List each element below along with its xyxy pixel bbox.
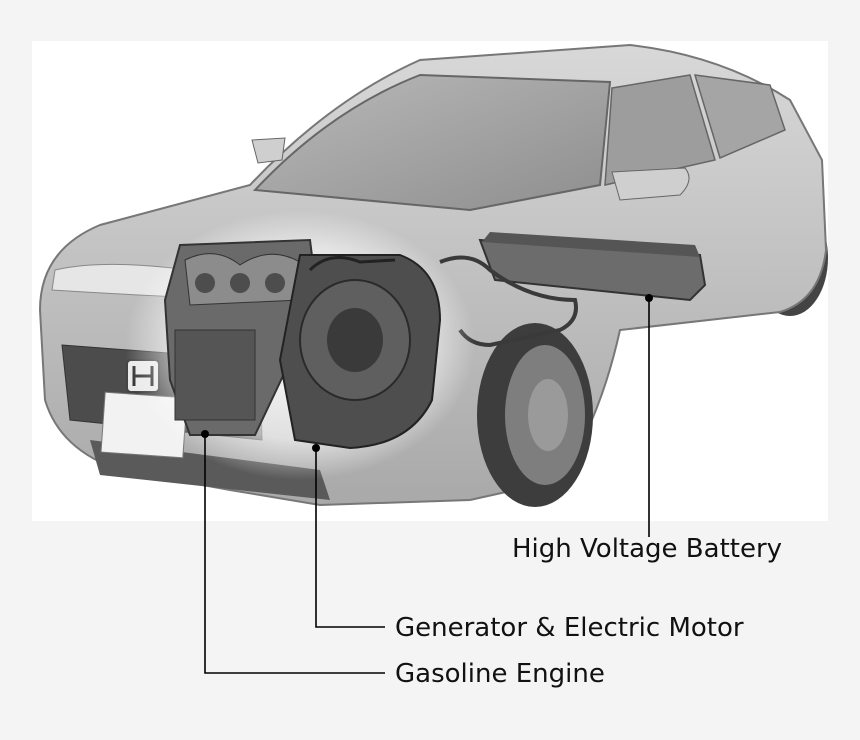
generator-electric-motor-component — [278, 254, 442, 450]
label-gasoline-engine: Gasoline Engine — [395, 659, 605, 689]
side-window-front — [604, 74, 716, 186]
side-window-rear — [693, 74, 786, 160]
side-mirror-left — [251, 137, 286, 164]
windshield — [252, 73, 612, 212]
front-wheel — [477, 323, 593, 507]
generator-leader-line — [315, 448, 385, 628]
engine-leader-line — [204, 434, 385, 674]
gasoline-engine-component — [163, 238, 322, 436]
label-high-voltage-battery: High Voltage Battery — [512, 534, 783, 564]
label-generator-electric-motor: Generator & Electric Motor — [395, 613, 744, 643]
high-voltage-battery-component — [439, 232, 707, 348]
leader-lines — [201, 294, 653, 674]
side-mirror-right — [611, 167, 690, 201]
